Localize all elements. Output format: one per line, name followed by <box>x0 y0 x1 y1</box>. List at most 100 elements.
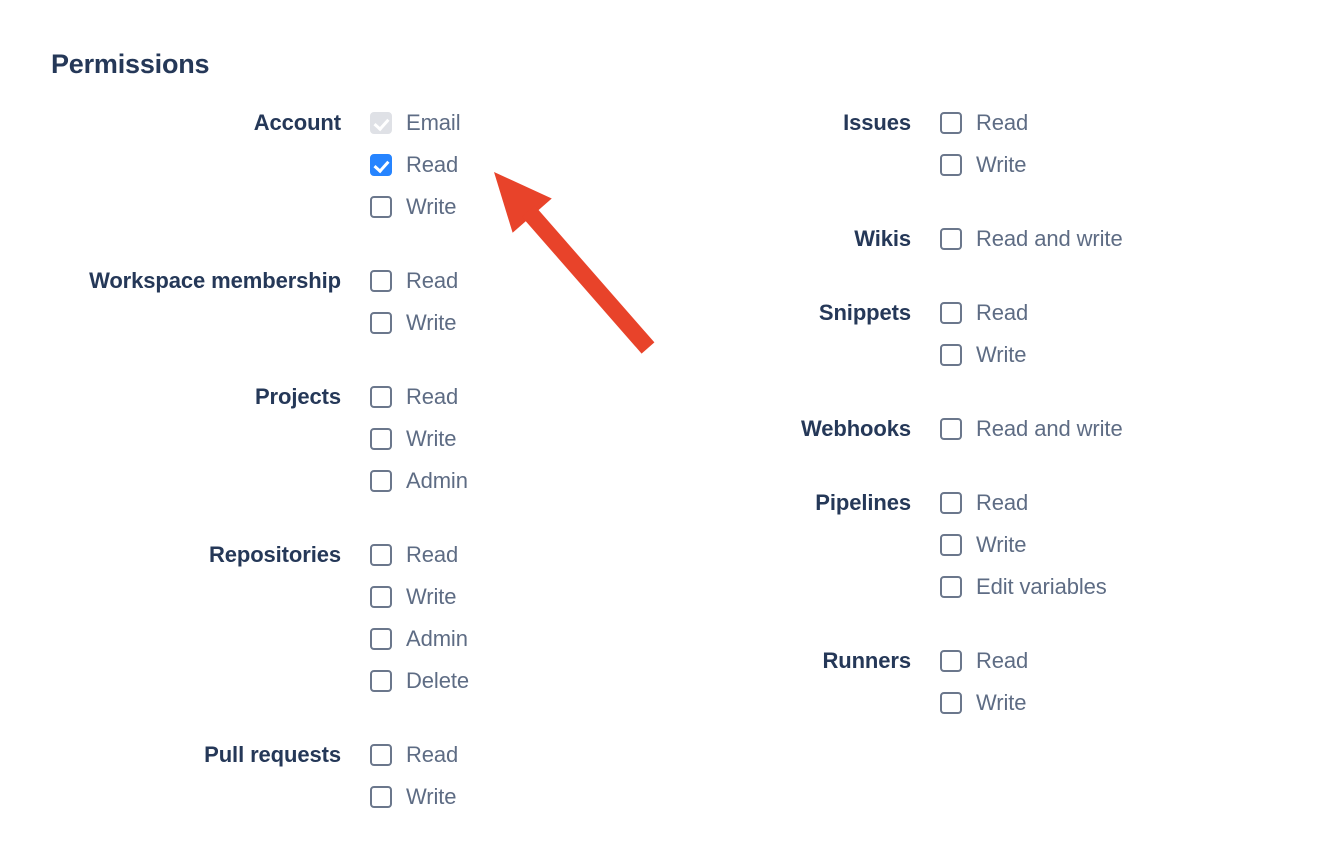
option-row-workspace-membership-read[interactable]: Read <box>370 260 660 302</box>
page-title: Permissions <box>51 49 210 79</box>
group-options-wikis: Read and write <box>911 218 1230 260</box>
option-label-projects-write: Write <box>406 426 457 451</box>
account-read-checkbox[interactable] <box>370 154 392 176</box>
option-label-runners-write: Write <box>976 690 1027 715</box>
option-row-account-write[interactable]: Write <box>370 186 660 228</box>
projects-read-checkbox[interactable] <box>370 386 392 408</box>
option-row-repositories-admin[interactable]: Admin <box>370 618 660 660</box>
option-row-wikis-read-and-write[interactable]: Read and write <box>940 218 1230 260</box>
pull-requests-read-checkbox[interactable] <box>370 744 392 766</box>
option-row-pipelines-write[interactable]: Write <box>940 524 1230 566</box>
option-row-snippets-write[interactable]: Write <box>940 334 1230 376</box>
group-label-issues: Issues <box>843 110 911 135</box>
projects-admin-checkbox[interactable] <box>370 470 392 492</box>
option-label-repositories-read: Read <box>406 542 459 567</box>
option-row-repositories-read[interactable]: Read <box>370 534 660 576</box>
option-label-pipelines-write: Write <box>976 532 1027 557</box>
option-label-issues-read: Read <box>976 110 1029 135</box>
pipelines-edit-variables-checkbox[interactable] <box>940 576 962 598</box>
group-label-projects: Projects <box>254 384 341 409</box>
option-row-issues-write[interactable]: Write <box>940 144 1230 186</box>
option-row-runners-read[interactable]: Read <box>940 640 1230 682</box>
option-label-issues-write: Write <box>976 152 1027 177</box>
option-label-snippets-write: Write <box>976 342 1027 367</box>
option-label-pull-requests-read: Read <box>406 742 459 767</box>
option-row-webhooks-read-and-write[interactable]: Read and write <box>940 408 1230 450</box>
option-label-runners-read: Read <box>976 648 1029 673</box>
option-row-account-email[interactable]: Email <box>370 102 660 144</box>
option-row-projects-read[interactable]: Read <box>370 376 660 418</box>
snippets-write-checkbox[interactable] <box>940 344 962 366</box>
group-label-account: Account <box>253 110 341 135</box>
option-row-projects-admin[interactable]: Admin <box>370 460 660 502</box>
option-label-workspace-membership-write: Write <box>406 310 457 335</box>
pipelines-write-checkbox[interactable] <box>940 534 962 556</box>
projects-write-checkbox[interactable] <box>370 428 392 450</box>
option-label-workspace-membership-read: Read <box>406 268 459 293</box>
group-label-pull-requests: Pull requests <box>204 742 341 767</box>
issues-write-checkbox[interactable] <box>940 154 962 176</box>
pipelines-read-checkbox[interactable] <box>940 492 962 514</box>
option-row-pull-requests-read[interactable]: Read <box>370 734 660 776</box>
repositories-delete-checkbox[interactable] <box>370 670 392 692</box>
option-label-snippets-read: Read <box>976 300 1029 325</box>
workspace-membership-write-checkbox[interactable] <box>370 312 392 334</box>
option-label-pipelines-read: Read <box>976 490 1029 515</box>
option-label-wikis-read-and-write: Read and write <box>976 226 1123 251</box>
option-label-webhooks-read-and-write: Read and write <box>976 416 1123 441</box>
option-label-repositories-admin: Admin <box>406 626 468 651</box>
group-options-webhooks: Read and write <box>911 408 1230 450</box>
option-label-projects-read: Read <box>406 384 459 409</box>
option-row-issues-read[interactable]: Read <box>940 102 1230 144</box>
option-row-repositories-write[interactable]: Write <box>370 576 660 618</box>
option-row-workspace-membership-write[interactable]: Write <box>370 302 660 344</box>
group-label-repositories: Repositories <box>208 542 341 567</box>
option-row-projects-write[interactable]: Write <box>370 418 660 460</box>
runners-write-checkbox[interactable] <box>940 692 962 714</box>
snippets-read-checkbox[interactable] <box>940 302 962 324</box>
account-email-checkbox <box>370 112 392 134</box>
option-row-snippets-read[interactable]: Read <box>940 292 1230 334</box>
workspace-membership-read-checkbox[interactable] <box>370 270 392 292</box>
option-label-account-read: Read <box>406 152 459 177</box>
runners-read-checkbox[interactable] <box>940 650 962 672</box>
option-row-pipelines-edit-variables[interactable]: Edit variables <box>940 566 1230 608</box>
option-label-pull-requests-write: Write <box>406 784 457 809</box>
webhooks-read-and-write-checkbox[interactable] <box>940 418 962 440</box>
option-label-repositories-delete: Delete <box>406 668 469 693</box>
group-label-snippets: Snippets <box>818 300 911 325</box>
option-row-pipelines-read[interactable]: Read <box>940 482 1230 524</box>
option-label-projects-admin: Admin <box>406 468 468 493</box>
repositories-admin-checkbox[interactable] <box>370 628 392 650</box>
group-label-pipelines: Pipelines <box>815 490 911 515</box>
wikis-read-and-write-checkbox[interactable] <box>940 228 962 250</box>
issues-read-checkbox[interactable] <box>940 112 962 134</box>
option-row-pull-requests-write[interactable]: Write <box>370 776 660 818</box>
option-row-repositories-delete[interactable]: Delete <box>370 660 660 702</box>
repositories-read-checkbox[interactable] <box>370 544 392 566</box>
option-row-runners-write[interactable]: Write <box>940 682 1230 724</box>
repositories-write-checkbox[interactable] <box>370 586 392 608</box>
account-write-checkbox[interactable] <box>370 196 392 218</box>
pull-requests-write-checkbox[interactable] <box>370 786 392 808</box>
option-row-account-read[interactable]: Read <box>370 144 660 186</box>
